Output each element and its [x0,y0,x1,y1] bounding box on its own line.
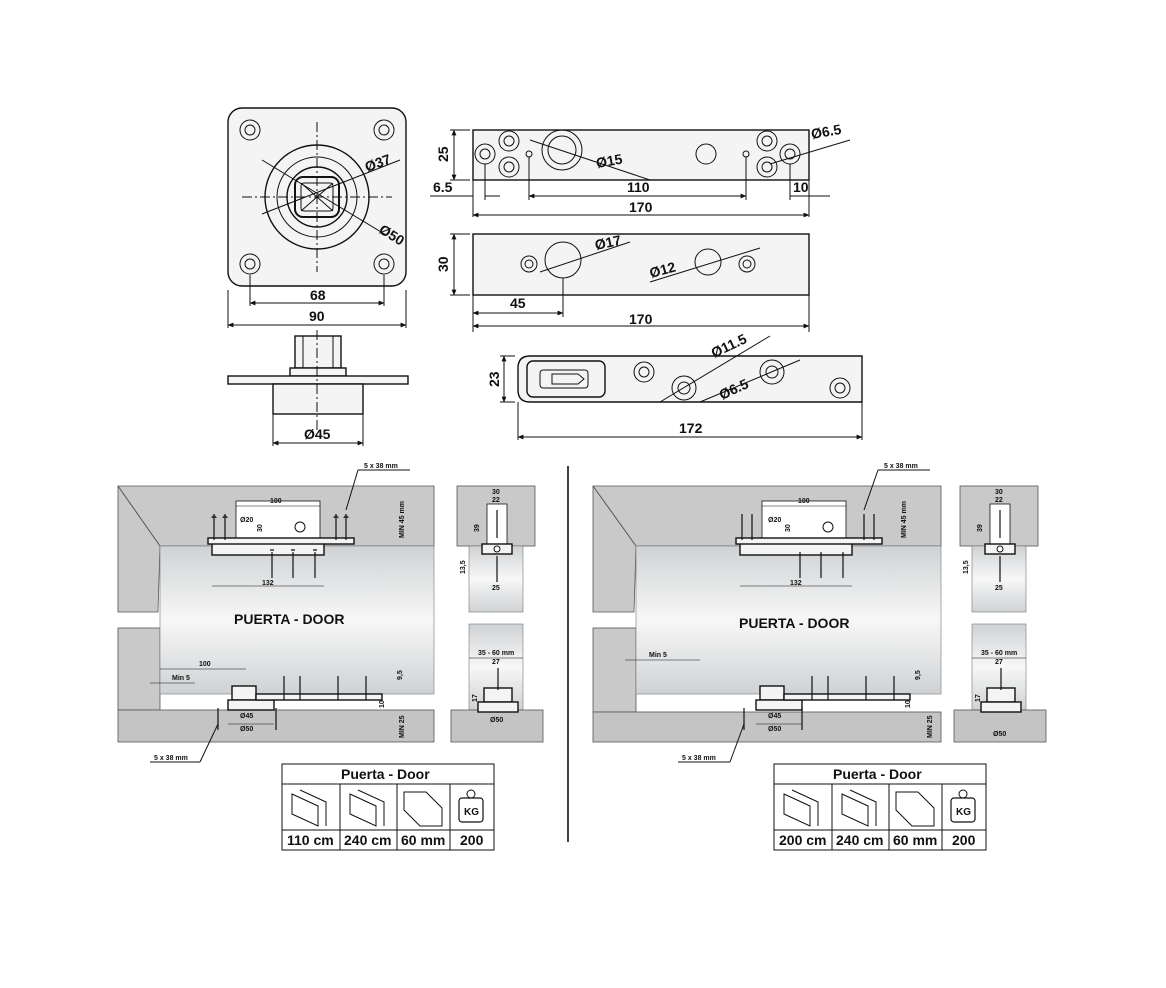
p1-side-w25: 25 [492,585,500,592]
plate-b-d12: Ø12 [648,259,678,281]
plate-a-view: Ø15 Ø6.5 25 6.5 110 10 170 [430,121,851,218]
p2-side-w22: 22 [995,497,1003,504]
p2-side-h17: 17 [975,694,982,702]
p1-d45: Ø45 [240,713,253,720]
p1-v10: 10 [379,700,386,708]
door-spec-table-2: Puerta - Door KG 200 cm 240 cm 60 mm 200 [773,763,987,851]
plate-b-d17: Ø17 [593,232,622,253]
p1-v9-5: 9,5 [397,670,404,680]
p1-v30: 30 [257,524,264,532]
p1-min5: Min 5 [172,675,190,682]
p2-side-w27: 27 [995,659,1003,666]
table1-value-3: 200 [460,832,484,848]
installation-panel-2: 100 Ø20 30 132 5 x 38 mm MIN 45 mm PUERT… [592,463,1047,763]
p1-screw-bottom: 5 x 38 mm [154,755,188,762]
dim-d45: Ø45 [304,426,331,442]
p2-v9-5: 9,5 [915,670,922,680]
p2-v10: 10 [905,700,912,708]
table2-kg: KG [956,807,971,818]
plate-b-h30: 30 [435,256,451,272]
table2-value-0: 200 cm [779,832,826,848]
p2-v30: 30 [785,524,792,532]
p1-side-h39: 39 [474,524,481,532]
p1-offset100: 100 [199,661,211,668]
p2-span: 132 [790,580,802,587]
table1-value-2: 60 mm [401,832,445,848]
p1-side-d50: Ø50 [490,717,503,724]
p2-side-range: 35 - 60 mm [981,650,1017,657]
plate-a-d6-5: Ø6.5 [810,121,843,142]
plate-c-length: 172 [679,420,703,436]
plate-a-d15: Ø15 [595,151,624,171]
p2-side-h13-5: 13,5 [963,560,970,574]
square-plate-profile: Ø45 [227,330,409,446]
p1-min25: MIN 25 [399,715,406,738]
p1-screw-top: 5 x 38 mm [364,463,398,470]
plate-a-length: 170 [629,199,653,215]
p1-side-w27: 27 [492,659,500,666]
p1-side-w30: 30 [492,489,500,496]
door-spec-table-1: Puerta - Door KG 110 cm 240 cm 60 mm 200 [281,763,495,851]
p2-side-w25: 25 [995,585,1003,592]
plate-b-length: 170 [629,311,653,327]
table2-value-1: 240 cm [836,832,883,848]
p2-door-label: PUERTA - DOOR [739,615,849,631]
plate-a-h25: 25 [435,146,451,162]
p2-min5: Min 5 [649,652,667,659]
table1-value-0: 110 cm [287,832,334,848]
square-plate-view: Ø37 Ø50 68 90 [227,107,408,328]
p2-min-top: MIN 45 mm [901,501,908,538]
p2-d50: Ø50 [768,726,781,733]
table1-value-1: 240 cm [344,832,391,848]
table2-value-3: 200 [952,832,976,848]
table1-kg: KG [464,807,479,818]
p1-door-label: PUERTA - DOOR [234,611,344,627]
plate-c-view: Ø11.5 Ø6.5 23 172 [486,330,863,440]
plate-b-view: Ø17 Ø12 30 45 170 [435,232,810,332]
p2-d45: Ø45 [768,713,781,720]
dim-90: 90 [309,308,325,324]
plate-a-spacing: 110 [627,179,650,195]
plate-a-edge-right: 10 [793,179,809,195]
p1-side-h17: 17 [472,694,479,702]
p1-d50: Ø50 [240,726,253,733]
p1-side-range: 35 - 60 mm [478,650,514,657]
p1-side-h13-5: 13,5 [460,560,467,574]
dim-68: 68 [310,287,326,303]
p2-plate-w: 100 [798,498,810,505]
p1-plate-w: 100 [270,498,282,505]
p1-side-w22: 22 [492,497,500,504]
p2-screw-bottom: 5 x 38 mm [682,755,716,762]
p1-span: 132 [262,580,274,587]
p1-min-top: MIN 45 mm [399,501,406,538]
table2-title: Puerta - Door [833,766,922,782]
p1-d20: Ø20 [240,517,253,524]
p2-screw-top: 5 x 38 mm [884,463,918,470]
plate-b-offset: 45 [510,295,526,311]
p2-side-h39: 39 [977,524,984,532]
installation-panel-1: 100 Ø20 30 132 5 x 38 mm MIN 45 mm PUERT… [117,463,544,763]
table2-value-2: 60 mm [893,832,937,848]
plate-c-h23: 23 [486,371,502,387]
p2-side-d50: Ø50 [993,731,1006,738]
plate-a-edge-left: 6.5 [433,179,453,195]
p2-min25: MIN 25 [927,715,934,738]
p2-d20: Ø20 [768,517,781,524]
table1-title: Puerta - Door [341,766,430,782]
p2-side-w30: 30 [995,489,1003,496]
